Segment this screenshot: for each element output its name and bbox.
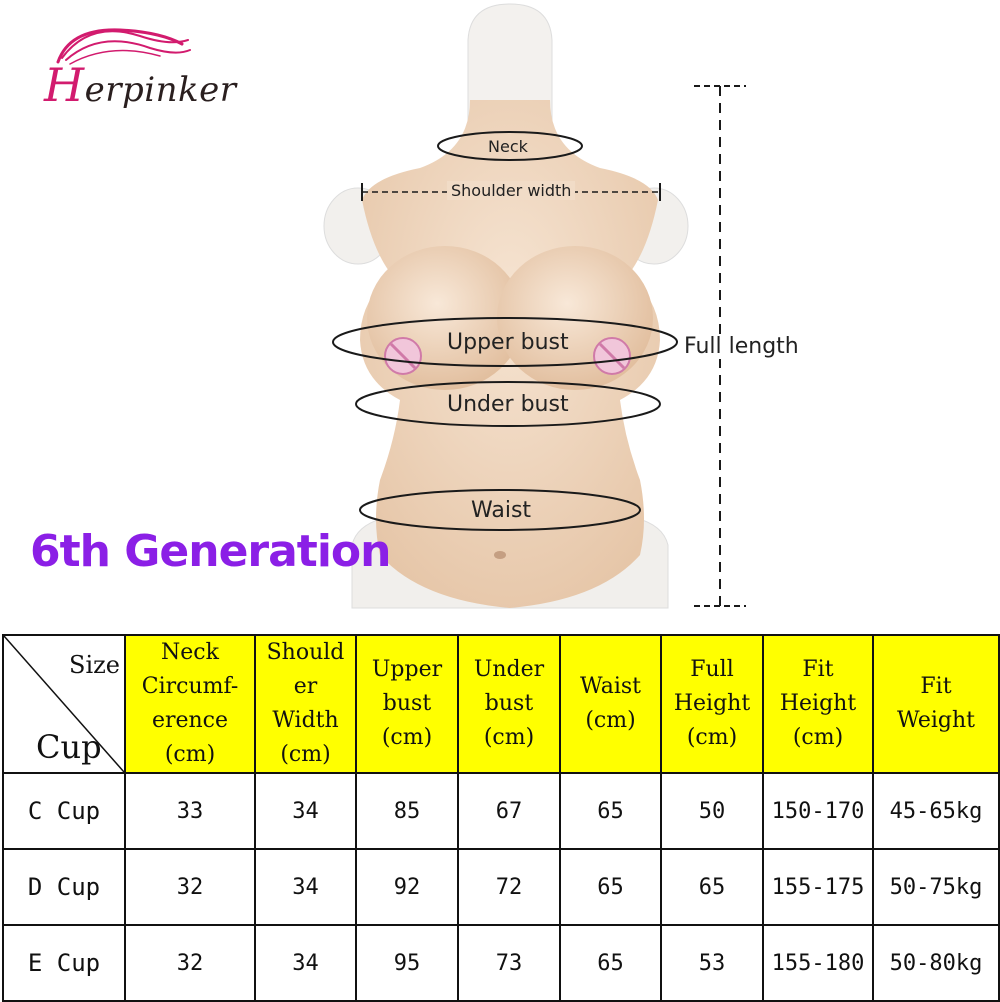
cell-fit-weight: 50-75kg [872, 848, 1000, 926]
table-row: D Cup 32 34 92 72 65 65 155-175 50-75kg [2, 848, 1000, 926]
full-length-label: Full length [682, 334, 801, 359]
bodysuit-drawing [56, 3, 746, 609]
table-row: E Cup 32 34 95 73 65 53 155-180 50-80kg [2, 924, 1000, 1002]
cell-shoulder: 34 [254, 848, 357, 926]
cell-neck: 32 [124, 848, 256, 926]
cell-under-bust: 72 [457, 848, 561, 926]
row-cup: C Cup [2, 772, 126, 850]
logo-swirl [56, 28, 191, 65]
waist-label: Waist [471, 498, 532, 523]
upper-bust-label: Upper bust [447, 330, 569, 355]
corner-size-label: Size [69, 651, 120, 679]
cell-shoulder: 34 [254, 772, 357, 850]
cell-full-height: 65 [660, 848, 764, 926]
cell-fit-height: 155-180 [762, 924, 874, 1002]
brand-name-cap: H [44, 58, 85, 112]
generation-title: 6th Generation [30, 526, 391, 577]
cell-waist: 65 [559, 848, 662, 926]
corner-cup-label: Cup [36, 728, 102, 766]
upper-bust-ring [332, 317, 678, 367]
neck-label: Neck [488, 137, 528, 156]
cell-fit-height: 155-175 [762, 848, 874, 926]
cell-upper-bust: 92 [355, 848, 459, 926]
cell-under-bust: 73 [457, 924, 561, 1002]
cell-full-height: 53 [660, 924, 764, 1002]
cell-fit-weight: 50-80kg [872, 924, 1000, 1002]
neck-ring [437, 131, 583, 161]
cell-shoulder: 34 [254, 924, 357, 1002]
cell-under-bust: 67 [457, 772, 561, 850]
row-cup: E Cup [2, 924, 126, 1002]
row-cup: D Cup [2, 848, 126, 926]
shoulder-width-line [361, 183, 661, 201]
navel [494, 551, 506, 559]
table-row: C Cup 33 34 85 67 65 50 150-170 45-65kg [2, 772, 1000, 850]
shoulder-width-label: Shoulder width [447, 181, 576, 200]
cell-neck: 32 [124, 924, 256, 1002]
censor-icon-left [384, 337, 422, 375]
corner-diagonal [4, 636, 124, 772]
cell-waist: 65 [559, 772, 662, 850]
under-bust-label: Under bust [447, 392, 569, 417]
cell-neck: 33 [124, 772, 256, 850]
product-illustration: Herpinker 6th Generation Neck Shoulder w… [30, 3, 801, 609]
cell-fit-weight: 45-65kg [872, 772, 1000, 850]
cell-fit-height: 150-170 [762, 772, 874, 850]
cell-full-height: 50 [660, 772, 764, 850]
cell-upper-bust: 95 [355, 924, 459, 1002]
under-bust-ring [355, 381, 661, 427]
header-waist: Waist(cm) [559, 634, 662, 774]
brand-name-rest: erpinker [84, 70, 237, 110]
censor-icon-right [593, 337, 631, 375]
waist-ring [359, 489, 641, 531]
cell-upper-bust: 85 [355, 772, 459, 850]
cell-waist: 65 [559, 924, 662, 1002]
brand-name: Herpinker [44, 58, 237, 112]
table-corner-cell: Size Cup [2, 634, 126, 774]
